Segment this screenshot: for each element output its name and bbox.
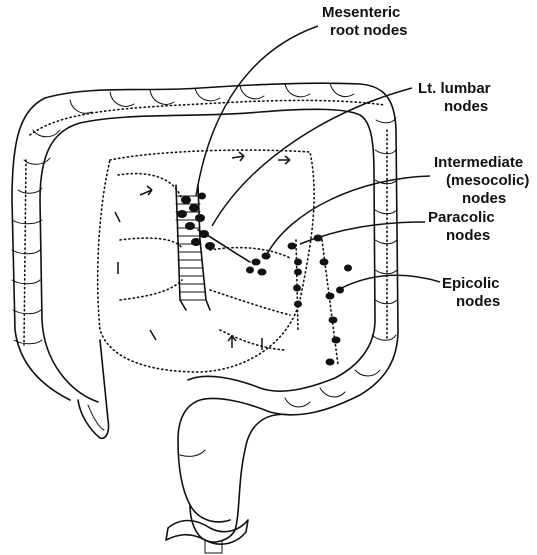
label-line: Intermediate [434, 154, 523, 171]
flow-arrows [115, 152, 290, 350]
label-line: Epicolic [442, 275, 500, 292]
paracolic-node-chain [293, 240, 302, 330]
epicolic-leader [338, 275, 440, 290]
label-lt-lumbar-nodes: Lt. lumbar nodes [418, 80, 491, 115]
label-line: (mesocolic) [446, 172, 529, 189]
mesenteric-root-node-cluster [177, 193, 215, 251]
label-line: nodes [456, 293, 500, 310]
epicolic-node-chain [314, 235, 353, 366]
appendix [78, 340, 109, 438]
intermediate-node-cluster [246, 243, 302, 276]
label-epicolic-nodes: Epicolic nodes [442, 275, 500, 310]
label-line: Lt. lumbar [418, 80, 491, 97]
colon-outline [12, 83, 398, 522]
label-line: nodes [444, 98, 488, 115]
label-intermediate-nodes: Intermediate (mesocolic) nodes [434, 154, 529, 207]
label-line: nodes [446, 227, 490, 244]
label-line: Mesenteric [322, 4, 400, 21]
label-mesenteric-root-nodes: Mesenteric root nodes [322, 4, 408, 39]
label-line: root nodes [330, 22, 408, 39]
label-paracolic-nodes: Paracolic nodes [428, 209, 495, 244]
rectum [166, 414, 290, 553]
label-line: nodes [462, 190, 506, 207]
mesentery-dotted-fields [98, 150, 314, 372]
label-line: Paracolic [428, 209, 495, 226]
